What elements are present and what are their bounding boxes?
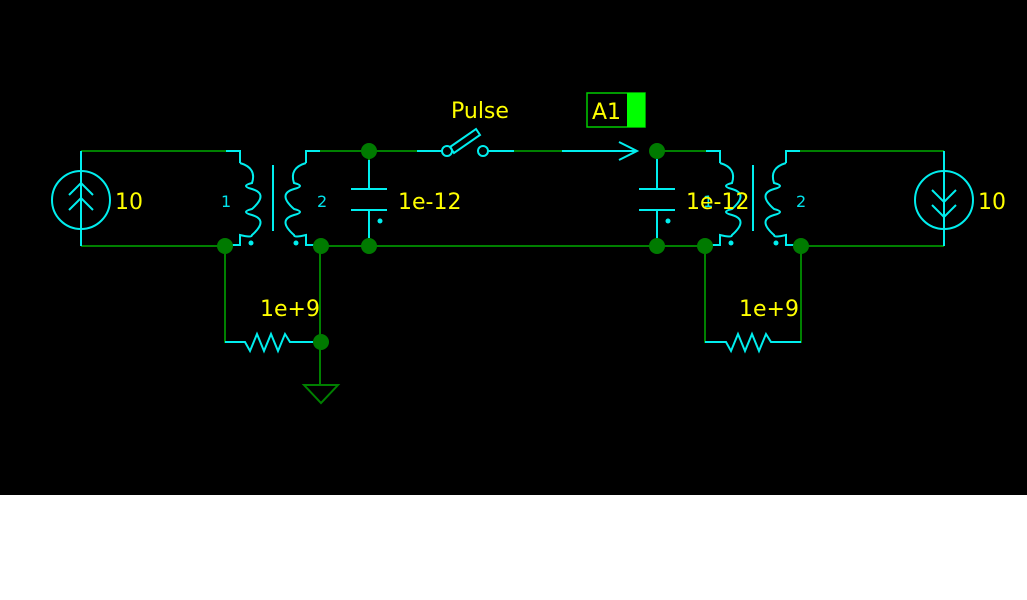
junction-node [649,143,665,159]
transformer-left-pin1: 1 [221,192,231,211]
junction-node [649,238,665,254]
schematic-canvas[interactable]: 10 1 2 1e-12 Pulse A1 [0,0,1027,495]
junction-node [361,143,377,159]
junction-node [361,238,377,254]
junction-node [217,238,233,254]
transformer-left[interactable]: 1 2 [221,150,327,246]
transformer-right[interactable]: 1 2 1e-12 [686,150,806,246]
transformer-left-pin2: 2 [317,192,327,211]
pulse-switch[interactable]: Pulse [417,99,514,157]
junction-node [697,238,713,254]
current-source-left[interactable]: 10 [51,151,143,246]
resistor-left[interactable]: 1e+9 [225,297,320,354]
transformer-right-pin1: 1 [703,192,713,211]
capacitor-left[interactable]: 1e-12 [351,160,461,238]
resistor-left-value: 1e+9 [260,297,320,322]
ground-icon[interactable] [301,384,341,405]
resistor-right[interactable]: 1e+9 [705,297,801,354]
junction-node [313,238,329,254]
wires [81,150,944,385]
probe-label: A1 [592,100,621,125]
junction-node [793,238,809,254]
capacitor-left-value: 1e-12 [398,190,461,215]
junction-nodes [217,143,809,350]
current-source-right[interactable]: 10 [914,151,1006,246]
resistor-right-value: 1e+9 [739,297,799,322]
source-left-value: 10 [115,190,143,215]
capacitor-right-value: 1e-12 [686,190,749,215]
probe-a1[interactable]: A1 [562,92,646,161]
transformer-right-pin2: 2 [796,192,806,211]
capacitor-right[interactable] [639,151,675,246]
junction-node [313,334,329,350]
source-right-value: 10 [978,190,1006,215]
switch-label: Pulse [451,99,509,124]
